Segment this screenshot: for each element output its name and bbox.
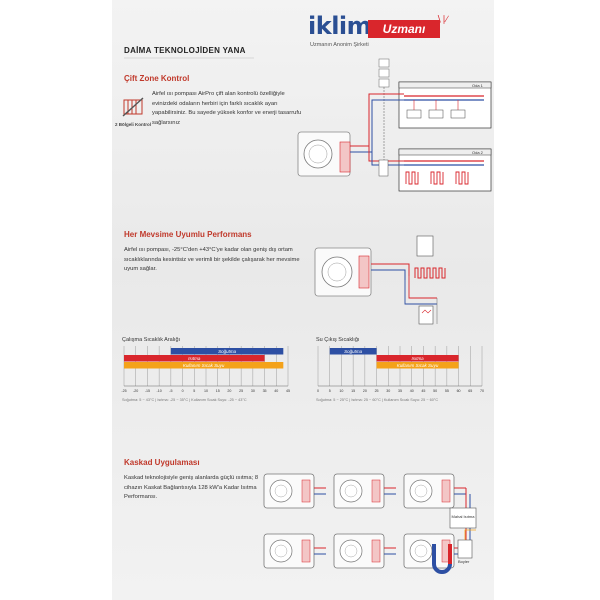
chart-tick-label: 35 <box>263 389 267 393</box>
chart-tick-label: 25 <box>375 389 379 393</box>
cascade-unit <box>403 473 455 509</box>
brochure-page: iklim Uzmanı ∖∣∕ Uzmanın Anonim Şirketi … <box>112 0 494 600</box>
chart-bar-1 <box>124 355 265 362</box>
season-description: Airfel ısı pompası, -25°C'den +43°C'ye k… <box>124 247 300 272</box>
brand-subtitle: Uzmanın Anonim Şirketi <box>310 42 369 48</box>
chart-bar-label: Kullanım Sıcak Suyu <box>183 363 225 368</box>
chart-tick-label: 55 <box>445 389 449 393</box>
chart-bar-label: Soğutma <box>344 349 363 354</box>
chart-tick-label: 40 <box>274 389 278 393</box>
heater-coil <box>339 141 351 173</box>
chart-tick-label: 0 <box>182 389 184 393</box>
brand-badge: Uzmanı <box>368 20 440 38</box>
season-system-diagram <box>314 235 446 325</box>
chart-tick-label: 70 <box>480 389 484 393</box>
boiler-tank <box>457 539 473 559</box>
chart-tick-label: 0 <box>317 389 319 393</box>
cascade-unit <box>333 473 385 509</box>
dual-zone-diagram: Oda 1 Oda 2 <box>297 58 492 192</box>
cascade-unit <box>263 473 315 509</box>
chart-bar-2 <box>376 362 459 369</box>
chart-tick-label: -5 <box>169 389 172 393</box>
chart-2-title: Su Çıkış Sıcaklığı <box>316 337 360 343</box>
chart-tick-label: 5 <box>329 389 331 393</box>
chart-tick-label: 20 <box>363 389 367 393</box>
room-2-label: Oda 2 <box>472 150 484 155</box>
chart-tick-label: 10 <box>339 389 343 393</box>
cascade-unit <box>403 533 455 569</box>
chart-bar-label: Kullanım Sıcak Suyu <box>397 363 439 368</box>
chart-tick-label: 10 <box>204 389 208 393</box>
chart-tick-label: 45 <box>421 389 425 393</box>
chart-tick-label: 20 <box>227 389 231 393</box>
chart-tick-label: 65 <box>468 389 472 393</box>
chart-tick-label: 50 <box>433 389 437 393</box>
chart-tick-label: -15 <box>145 389 150 393</box>
room-2 <box>398 148 492 192</box>
chart-tick-label: 60 <box>457 389 461 393</box>
chart-tick-label: 15 <box>351 389 355 393</box>
brand-logo: iklim Uzmanı ∖∣∕ Uzmanın Anonim Şirketi <box>308 12 448 52</box>
room-1-label: Oda 1 <box>472 83 484 88</box>
cascade-section-title: Kaskad Uygulaması <box>124 458 200 467</box>
indoor-controller <box>416 235 434 257</box>
buffer-tank <box>378 159 389 177</box>
heating-tank <box>449 507 477 529</box>
chart-tick-label: 30 <box>386 389 390 393</box>
chart-tick-label: 30 <box>251 389 255 393</box>
zone-description: Airfel ısı pompası AirPro çift alan kont… <box>152 91 302 126</box>
chart-1-note: Soğutma: 5 ~ 43°C | Isıtma: -25 ~ 35°C |… <box>122 398 247 402</box>
chart-tick-label: -20 <box>133 389 138 393</box>
chart-tick-label: -25 <box>121 389 126 393</box>
chart-tick-label: 5 <box>193 389 195 393</box>
chart-bar-label: Isıtma <box>188 356 201 361</box>
chart-tick-label: -10 <box>157 389 162 393</box>
chart-bar-0 <box>170 348 284 355</box>
chart-bar-2 <box>124 362 284 369</box>
cascade-diagram <box>263 473 477 569</box>
chart-1-title: Çalışma Sıcaklık Aralığı <box>122 337 181 343</box>
cascade-description: Kaskad teknolojisiyle geniş alanlarda gü… <box>124 475 259 500</box>
page-title: DAİMA TEKNOLOJİDEN YANA <box>124 46 246 55</box>
title-underline <box>124 57 254 59</box>
chart-bar-1 <box>376 355 459 362</box>
room-1 <box>398 81 492 129</box>
chart-tick-label: 15 <box>216 389 220 393</box>
dual-zone-label: 2 Bölgeli Kontrol <box>115 122 151 127</box>
chart-tick-label: 35 <box>398 389 402 393</box>
cascade-unit <box>263 533 315 569</box>
sun-rays-icon: ∖∣∕ <box>436 14 448 24</box>
chart-bar-label: Isıtma <box>411 356 424 361</box>
dual-zone-radiator-icon <box>120 94 146 120</box>
faucet-logo-icon <box>432 544 452 574</box>
chart-tick-label: 25 <box>239 389 243 393</box>
controller-box <box>378 58 390 68</box>
chart-bar-label: Soğutma <box>218 349 237 354</box>
chart-tick-label: 40 <box>410 389 414 393</box>
brand-word: iklim <box>308 12 372 40</box>
zone-section-title: Çift Zone Kontrol <box>124 74 190 83</box>
boiler-label: Boyler <box>458 559 470 564</box>
season-section-title: Her Mevsime Uyumlu Performans <box>124 230 252 239</box>
chart-bar-0 <box>329 348 377 355</box>
chart-2-note: Soğutma: 5 ~ 25°C | Isıtma: 25 ~ 60°C | … <box>316 398 439 402</box>
chart-tick-label: 45 <box>286 389 290 393</box>
heat-pump-fan <box>303 139 333 169</box>
hot-water-tank <box>418 305 434 325</box>
tank-label: Mahal Isıtma <box>451 514 475 519</box>
cascade-unit <box>333 533 385 569</box>
